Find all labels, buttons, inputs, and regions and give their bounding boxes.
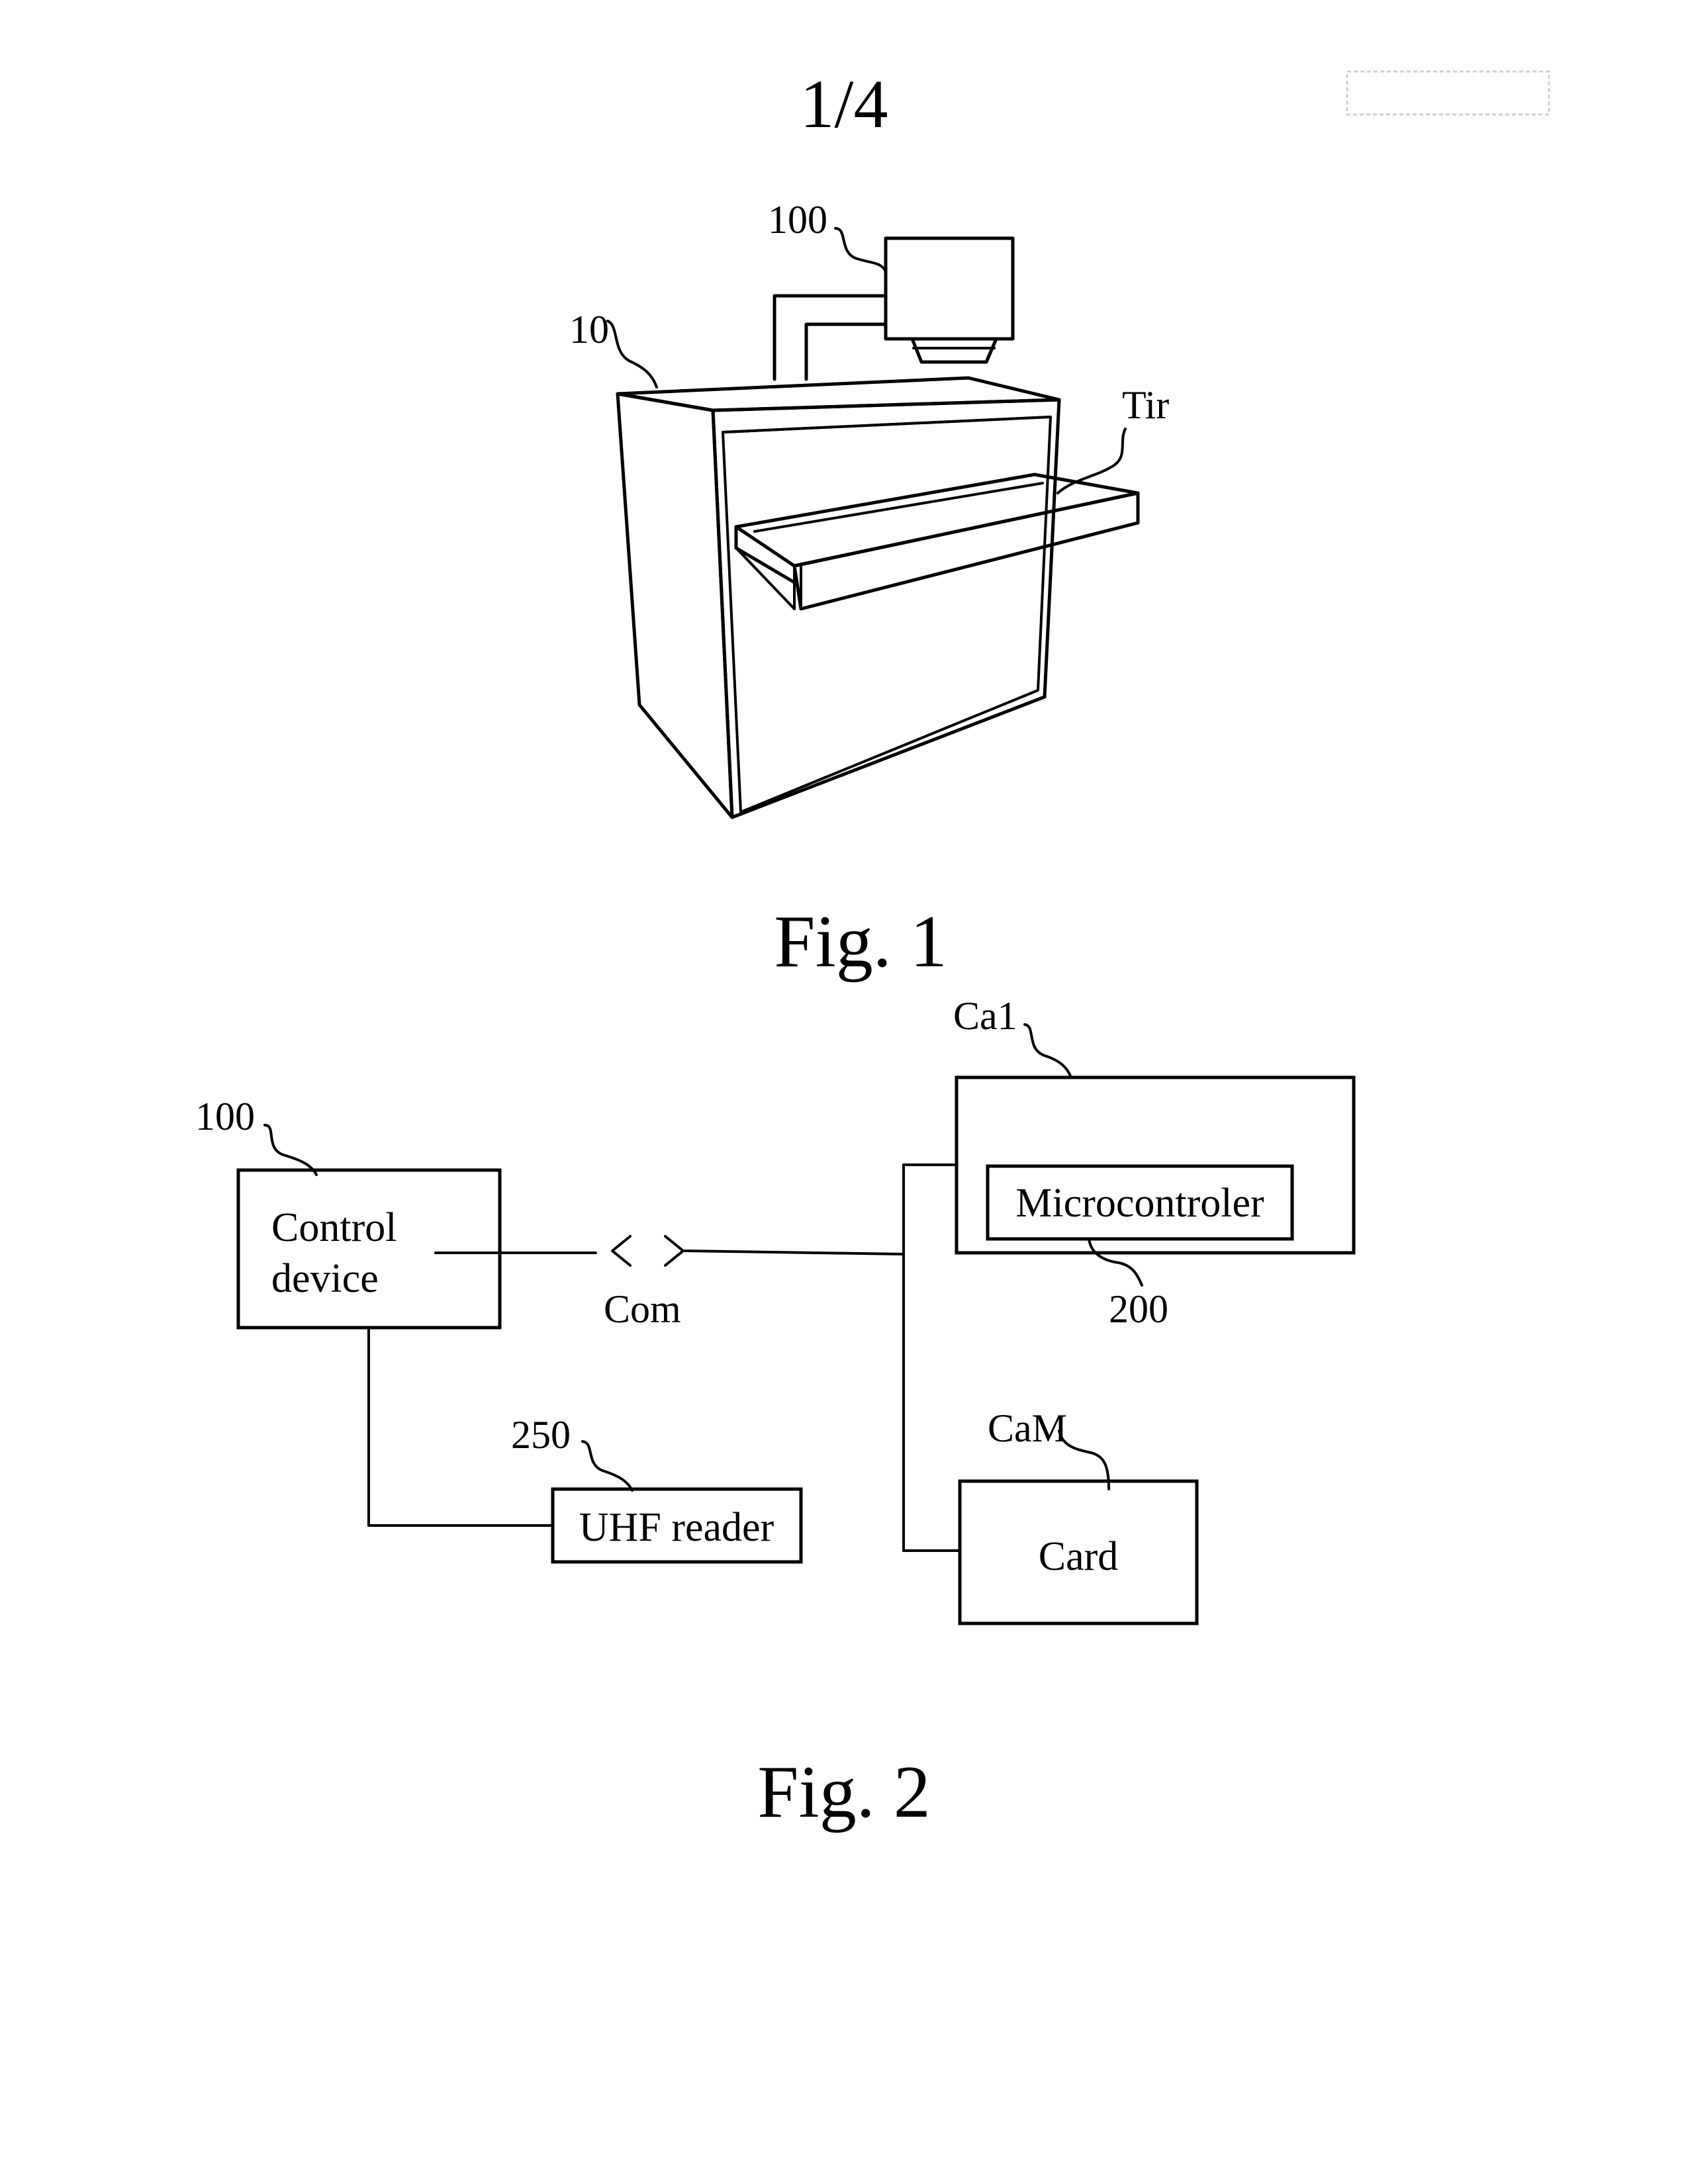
figure-2: Control device 100 Com Ca1 Microcontrole… (195, 994, 1354, 1833)
com-label: Com (604, 1287, 681, 1331)
control-device-unit (774, 238, 1013, 379)
card-ca1-ref: Ca1 (953, 994, 1017, 1038)
uhf-reader-label: UHF reader (579, 1505, 774, 1550)
microcontroller-ref: 200 (1109, 1287, 1168, 1331)
leader-250 (583, 1441, 632, 1490)
leader-100-fig1 (835, 228, 886, 271)
drawer (736, 475, 1138, 609)
microcontroller-label: Microcontroler (1015, 1181, 1264, 1226)
leader-10-fig1 (608, 321, 657, 387)
figure-2-caption: Fig. 2 (757, 1751, 930, 1833)
uhf-reader-ref: 250 (511, 1413, 571, 1457)
leader-ca1 (1025, 1024, 1071, 1077)
control-device-label-line2: device (271, 1256, 379, 1301)
label-100-fig1: 100 (768, 198, 827, 242)
com-left-chevron (612, 1236, 630, 1265)
com-right-chevron (665, 1236, 683, 1265)
control-device-label-line1: Control (271, 1205, 397, 1250)
control-device-ref: 100 (195, 1095, 255, 1138)
label-10-fig1: 10 (569, 308, 609, 351)
card-cam-label: Card (1039, 1534, 1119, 1579)
label-tir-fig1: Tir (1122, 383, 1169, 427)
figure-1: 100 10 Tir Fig. 1 (569, 198, 1169, 983)
card-cam-ref: CaM (988, 1406, 1067, 1450)
leader-100-fig2 (265, 1125, 316, 1175)
stamp-box (1347, 71, 1549, 114)
com-link-right (685, 1251, 904, 1254)
page-number: 1/4 (800, 66, 888, 142)
figure-1-caption: Fig. 1 (774, 901, 947, 983)
